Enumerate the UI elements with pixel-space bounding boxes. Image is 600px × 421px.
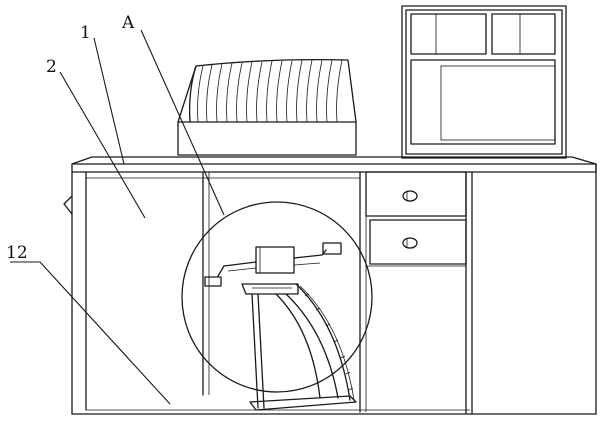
leader-lines [10,29,225,405]
callout-label-12: 12 [6,243,28,263]
leader-1 [93,37,125,165]
leader-a [140,29,225,216]
leader-12 [39,261,171,405]
desk-body [63,156,597,415]
callout-label-a: A [121,13,135,33]
upper-cabinet [401,5,567,159]
detail-circle-a [181,201,373,411]
dish-rack [177,58,357,156]
leader-2 [59,71,146,219]
callout-label-2: 2 [46,57,57,77]
callout-label-1: 1 [80,23,91,43]
